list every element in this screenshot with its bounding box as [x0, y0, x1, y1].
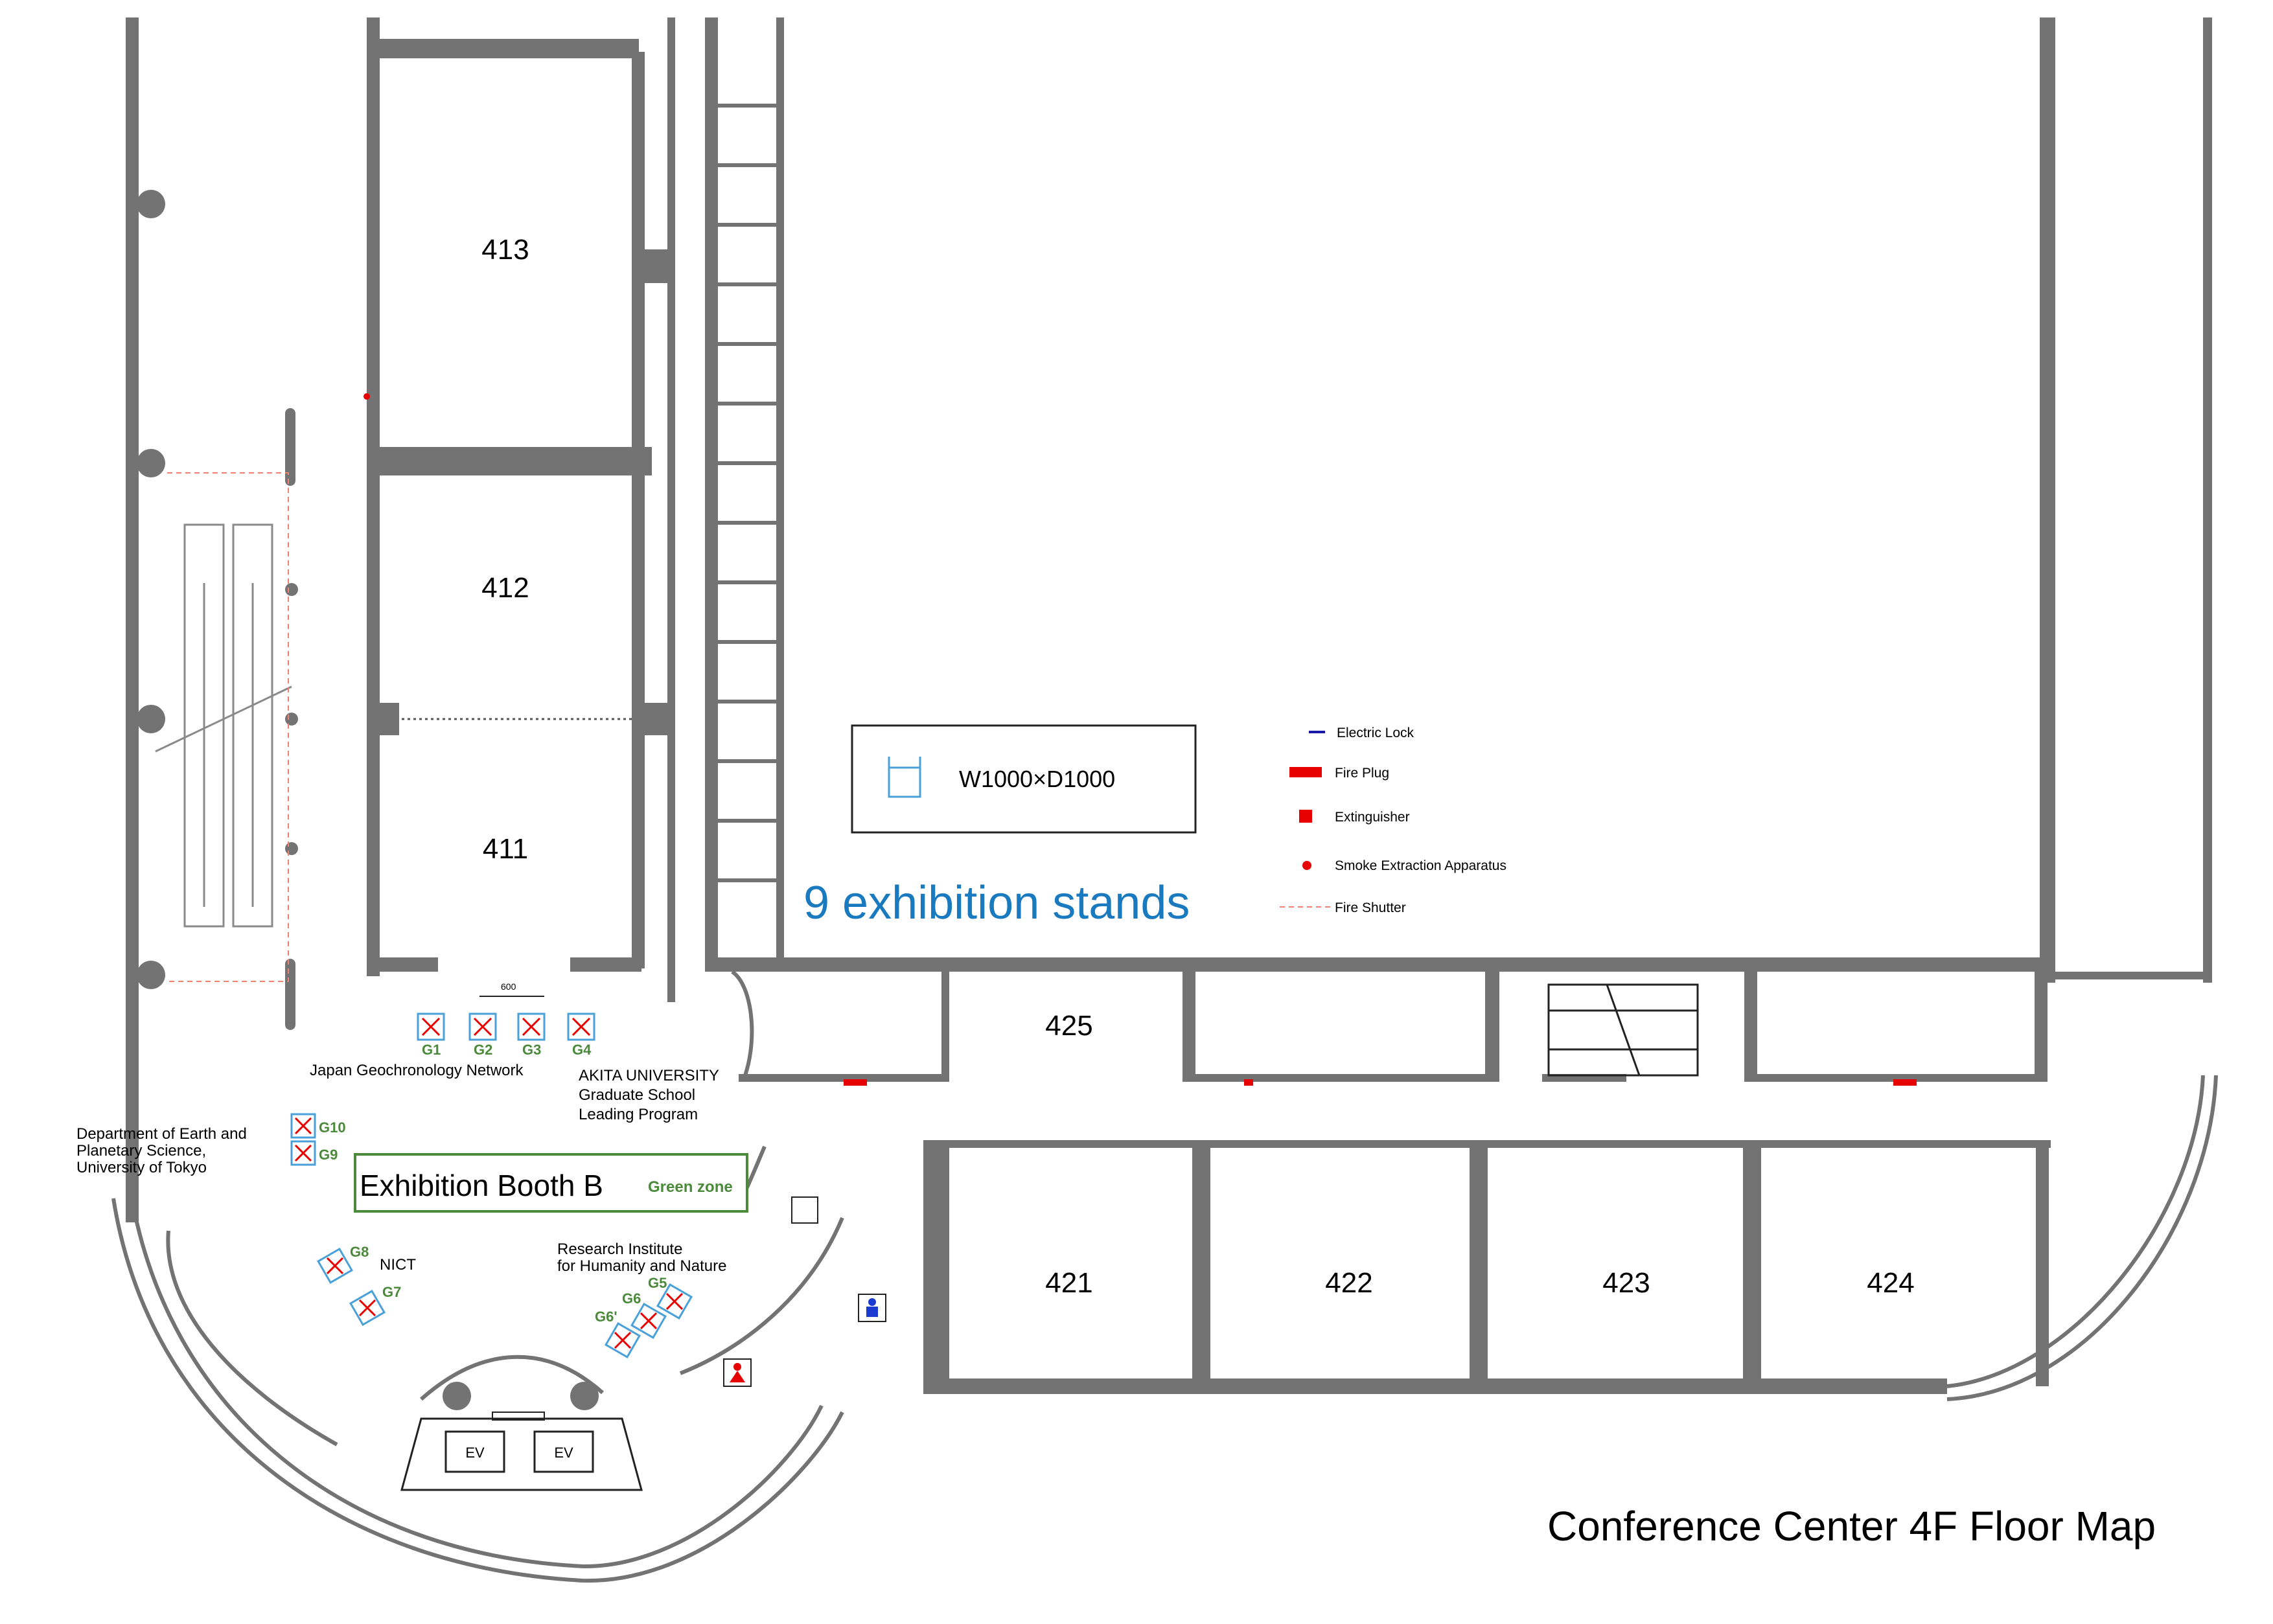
legend: Electric Lock Fire Plug Extinguisher Smo… — [1280, 726, 1506, 915]
map-title: Conference Center 4F Floor Map — [1547, 1503, 2156, 1550]
room-425: 425 — [1045, 1010, 1092, 1042]
hall-partitions — [718, 104, 776, 882]
green-zone-label: Green zone — [648, 1178, 733, 1196]
legend-fire-plug: Fire Plug — [1335, 766, 1389, 781]
room-422: 422 — [1325, 1267, 1372, 1299]
svg-text:G8: G8 — [350, 1244, 369, 1260]
stairs — [1547, 983, 1699, 1077]
legend-electric-lock: Electric Lock — [1337, 726, 1414, 740]
partition-line — [718, 282, 776, 286]
booth-g6[interactable]: G6 — [622, 1290, 667, 1340]
legend-smoke-extraction: Smoke Extraction Apparatus — [1335, 858, 1506, 873]
stand-size-text: W1000×D1000 — [959, 766, 1115, 792]
exhibition-booth-b[interactable]: Exhibition Booth B Green zone — [354, 1153, 748, 1213]
room-413: 413 — [481, 234, 529, 266]
partition-line — [718, 700, 776, 703]
exhibitor-tokyo-3: University of Tokyo — [76, 1159, 207, 1176]
booth-icon — [888, 757, 921, 798]
booth-g6-prime[interactable]: G6' — [595, 1309, 641, 1359]
partition-line — [718, 878, 776, 882]
booth-g8[interactable]: G8 — [316, 1244, 369, 1285]
room-424: 424 — [1867, 1267, 1914, 1299]
svg-text:G2: G2 — [474, 1042, 492, 1058]
fire-plug-symbol — [1289, 767, 1322, 777]
room-421: 421 — [1045, 1267, 1092, 1299]
walls — [126, 17, 2212, 1394]
exhibitor-rihn-2: for Humanity and Nature — [557, 1257, 726, 1275]
booth-g4[interactable]: G4 — [567, 1012, 595, 1058]
partition-line — [718, 163, 776, 167]
svg-text:600: 600 — [501, 981, 516, 992]
booth-g9[interactable]: G9 — [290, 1140, 338, 1166]
smoke-extraction-marker — [363, 393, 370, 400]
exhibitor-labels: Japan Geochronology Network AKITA UNIVER… — [76, 1062, 726, 1275]
svg-text:G5: G5 — [648, 1275, 667, 1291]
elevators: EV EV — [444, 1430, 594, 1473]
exhibitor-japan-geochronology: Japan Geochronology Network — [310, 1062, 524, 1079]
extinguisher-symbol — [1299, 810, 1312, 823]
svg-text:G6: G6 — [622, 1290, 641, 1307]
elevator-2: EV — [554, 1445, 573, 1461]
exhibitor-akita-2: Graduate School — [579, 1086, 695, 1104]
booth-g7[interactable]: G7 — [349, 1284, 401, 1327]
room-411: 411 — [483, 833, 528, 865]
svg-text:G10: G10 — [319, 1119, 346, 1136]
room-423: 423 — [1602, 1267, 1650, 1299]
escalators — [137, 190, 298, 1030]
booths: G1 G2 G3 G4 600 G10 G — [290, 981, 693, 1359]
svg-text:G3: G3 — [522, 1042, 541, 1058]
booth-g5[interactable]: G5 — [648, 1275, 693, 1320]
partition-line — [718, 521, 776, 525]
legend-fire-shutter: Fire Shutter — [1335, 900, 1406, 915]
svg-text:G9: G9 — [319, 1147, 338, 1163]
svg-text:G6': G6' — [595, 1309, 617, 1325]
exhibitor-akita-3: Leading Program — [579, 1106, 698, 1123]
room-labels: 413 412 411 425 421 422 423 424 — [481, 234, 1914, 1299]
fire-plugs — [844, 1079, 1917, 1086]
partition-line — [718, 223, 776, 227]
partition-line — [718, 759, 776, 763]
accessible-restroom-icon — [791, 1196, 818, 1224]
restroom-icons — [723, 1196, 886, 1387]
exhibitor-nict: NICT — [380, 1256, 416, 1274]
elevator-1: EV — [465, 1445, 485, 1461]
partition-line — [718, 640, 776, 644]
svg-text:G1: G1 — [422, 1042, 441, 1058]
smoke-extraction-symbol — [1302, 861, 1311, 870]
headline: 9 exhibition stands — [803, 877, 1190, 929]
partition-line — [718, 104, 776, 108]
partition-line — [718, 402, 776, 406]
exhibitor-tokyo-1: Department of Earth and — [76, 1125, 247, 1143]
partition-line — [718, 342, 776, 346]
booth-g3[interactable]: G3 — [517, 1012, 546, 1058]
exhibitor-akita-1: AKITA UNIVERSITY — [579, 1067, 719, 1084]
partition-line — [718, 580, 776, 584]
rotunda — [111, 970, 2218, 1583]
svg-text:G4: G4 — [572, 1042, 592, 1058]
booth-g2[interactable]: G2 — [468, 1012, 497, 1058]
booth-g1[interactable]: G1 — [417, 1012, 445, 1058]
partition-line — [718, 819, 776, 823]
legend-extinguisher: Extinguisher — [1335, 810, 1410, 825]
partition-line — [718, 461, 776, 465]
booth-g10[interactable]: G10 — [290, 1113, 346, 1139]
svg-text:G7: G7 — [382, 1284, 401, 1300]
stand-size-box: W1000×D1000 — [851, 724, 1197, 834]
exhibitor-tokyo-2: Planetary Science, — [76, 1142, 206, 1160]
room-412: 412 — [481, 572, 529, 604]
exhibitor-rihn-1: Research Institute — [557, 1241, 682, 1258]
booth-b-label: Exhibition Booth B — [360, 1169, 603, 1202]
dimension-marker: 600 — [479, 981, 544, 997]
